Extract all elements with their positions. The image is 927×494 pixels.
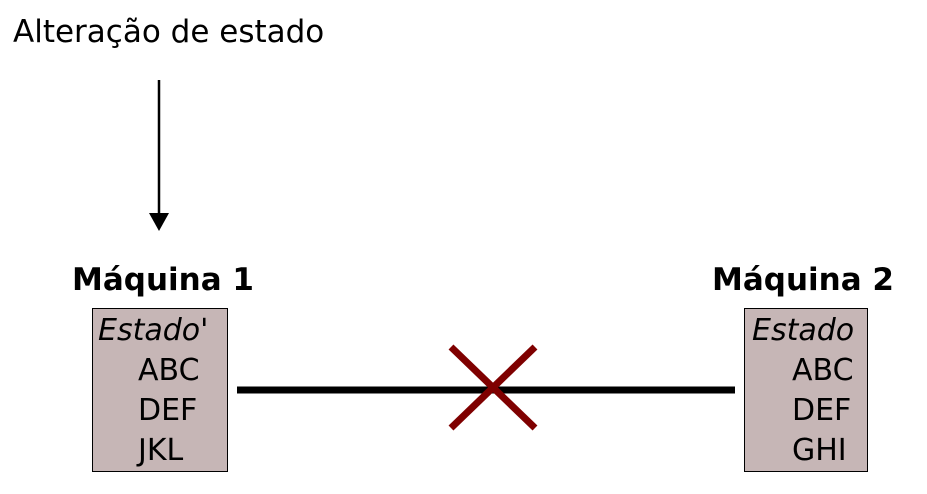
machine-1-state-label: Estado' xyxy=(98,313,209,348)
machine-2-record: GHI xyxy=(792,433,847,468)
machine-1-record: ABC xyxy=(138,353,200,388)
state-change-label: Alteração de estado xyxy=(13,14,325,50)
machine-1-title: Máquina 1 xyxy=(72,262,255,298)
machine-2-state-label: Estado xyxy=(752,313,855,348)
machine-1-record: JKL xyxy=(138,433,184,468)
state-change-arrow xyxy=(149,80,169,231)
machine-1-record: DEF xyxy=(138,393,198,428)
machine-2-record: ABC xyxy=(792,353,854,388)
arrow-head xyxy=(149,213,169,231)
x-stroke-2 xyxy=(448,344,538,431)
machine-2-title: Máquina 2 xyxy=(712,262,895,298)
machine-1-state-box: Estado' ABC DEF JKL xyxy=(92,308,228,472)
broken-link-x-icon xyxy=(448,344,538,431)
machine-2-record: DEF xyxy=(792,393,852,428)
machine-2-state-box: Estado ABC DEF GHI xyxy=(744,308,868,472)
